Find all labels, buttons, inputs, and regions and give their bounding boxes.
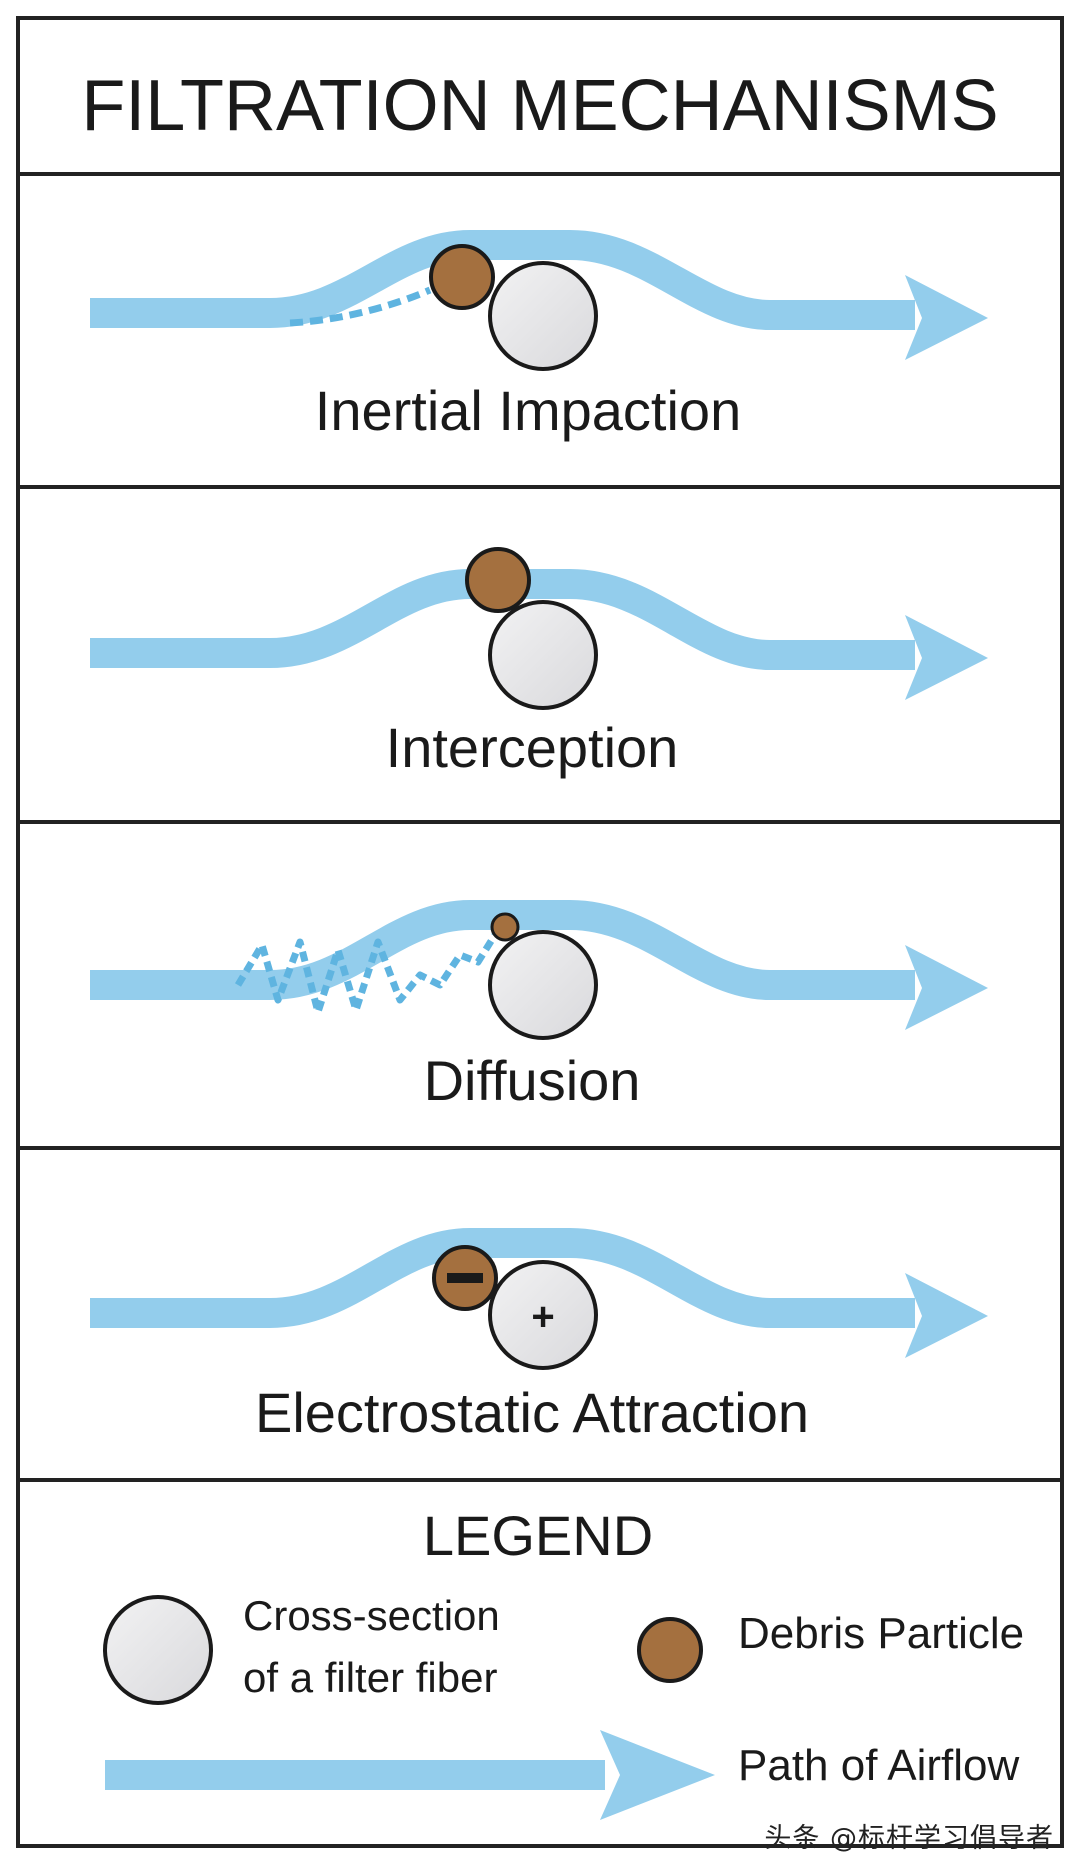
filter-fiber: [488, 1260, 598, 1370]
legend-heading: LEGEND: [423, 1504, 653, 1567]
airflow-arrowhead: [905, 1273, 988, 1358]
legend-fiber-icon: [103, 1595, 213, 1705]
legend: LEGEND Cross-section of a filter fiber D…: [103, 1504, 1024, 1820]
legend-airflow-label: Path of Airflow: [738, 1741, 1019, 1790]
filter-fiber: [488, 261, 598, 371]
legend-airflow-arrowhead: [600, 1730, 715, 1820]
particle-trajectory: [234, 928, 501, 1016]
legend-fiber-label: of a filter fiber: [243, 1654, 497, 1701]
filter-fiber: [488, 600, 598, 710]
particle-trajectory: [289, 286, 432, 327]
panel-inertial-impaction: Inertial Impaction: [90, 230, 988, 442]
panel-caption: Diffusion: [424, 1049, 641, 1112]
outer-frame: [16, 16, 1064, 1848]
debris-particle: [429, 244, 495, 310]
legend-particle-label: Debris Particle: [738, 1609, 1024, 1658]
panel-caption: Interception: [386, 716, 679, 779]
panel-interception: Interception: [90, 547, 988, 779]
watermark: 头条 @标杆学习倡导者: [764, 1823, 1054, 1854]
airflow-path: [90, 230, 915, 330]
panel-diffusion: Diffusion: [90, 900, 988, 1112]
debris-particle: [465, 547, 531, 613]
legend-fiber-label: Cross-section: [243, 1592, 500, 1639]
legend-particle-icon: [637, 1617, 703, 1683]
legend-airflow-icon: [105, 1760, 605, 1790]
airflow-arrowhead: [905, 275, 988, 360]
airflow-arrowhead: [905, 615, 988, 700]
airflow-arrowhead: [905, 945, 988, 1030]
negative-charge-icon: [447, 1273, 483, 1283]
panel-caption: Electrostatic Attraction: [255, 1381, 809, 1444]
debris-particle: [490, 912, 520, 942]
diagram-title: FILTRATION MECHANISMS: [81, 66, 998, 146]
airflow-path: [90, 1228, 915, 1328]
panel-electrostatic-attraction: + Electrostatic Attraction: [90, 1228, 988, 1444]
positive-charge-icon: +: [531, 1295, 554, 1339]
filter-fiber: [488, 930, 598, 1040]
panel-caption: Inertial Impaction: [315, 379, 741, 442]
